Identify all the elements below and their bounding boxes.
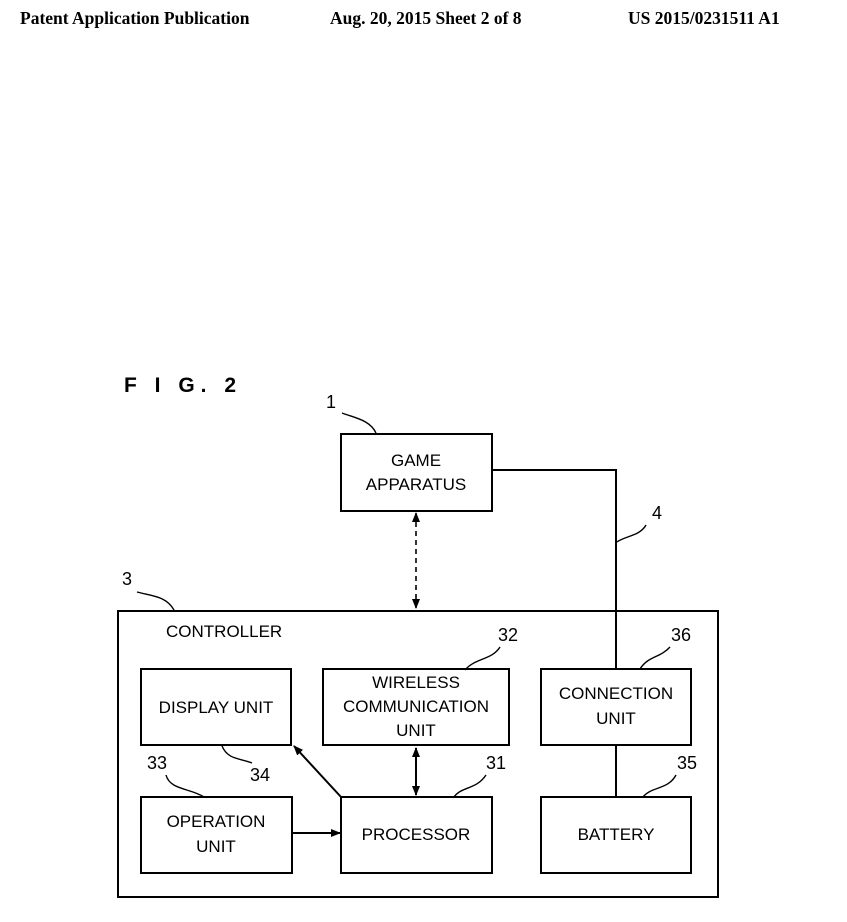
ref-numeral-3: 3	[122, 569, 132, 589]
wireless-label-line1: WIRELESS	[372, 673, 460, 692]
display-unit-label: DISPLAY UNIT	[159, 698, 274, 717]
game-apparatus-label-line1: GAME	[391, 451, 441, 470]
battery-box	[540, 796, 692, 874]
ref-leader-4	[616, 524, 647, 543]
processor-label: PROCESSOR	[362, 825, 471, 844]
operation-unit-box	[140, 796, 293, 874]
operation-label-line1: OPERATION	[167, 812, 266, 831]
ref-leader-36	[639, 646, 671, 670]
ref-leader-33	[165, 774, 205, 798]
ref-numeral-4: 4	[652, 503, 662, 523]
connection-unit-box	[540, 668, 692, 746]
wireless-communication-unit-box	[322, 668, 510, 746]
processor-display-arrow	[293, 745, 342, 798]
ref-numeral-34: 34	[250, 765, 270, 785]
operation-label-line2: UNIT	[196, 837, 236, 856]
game-apparatus-label-line2: APPARATUS	[366, 475, 466, 494]
ref-leader-32	[464, 646, 501, 671]
controller-label: CONTROLLER	[166, 622, 282, 641]
wireless-label-line3: UNIT	[396, 721, 436, 740]
game-apparatus-box	[340, 433, 493, 512]
ref-numeral-1: 1	[326, 392, 336, 412]
header-date-sheet: Aug. 20, 2015 Sheet 2 of 8	[330, 8, 522, 28]
header-patent-number: US 2015/0231511 A1	[628, 8, 780, 28]
ref-numeral-33: 33	[147, 753, 167, 773]
ref-leader-35	[642, 774, 677, 798]
ref-leader-34	[221, 745, 253, 764]
connection-label-line2: UNIT	[596, 709, 636, 728]
wireless-label-line2: COMMUNICATION	[343, 697, 489, 716]
cable-line	[492, 469, 617, 669]
ref-numeral-31: 31	[486, 753, 506, 773]
ref-numeral-35: 35	[677, 753, 697, 773]
connection-label-line1: CONNECTION	[559, 684, 673, 703]
processor-box	[340, 796, 493, 874]
ref-numeral-36: 36	[671, 625, 691, 645]
ref-numeral-32: 32	[498, 625, 518, 645]
header-publication-title: Patent Application Publication	[20, 8, 250, 28]
ref-leader-1	[341, 412, 377, 434]
ref-leader-31	[453, 774, 487, 798]
ref-leader-3	[136, 591, 175, 611]
figure-label: F I G. 2	[124, 374, 242, 397]
display-unit-box	[140, 668, 292, 746]
battery-label: BATTERY	[578, 825, 655, 844]
